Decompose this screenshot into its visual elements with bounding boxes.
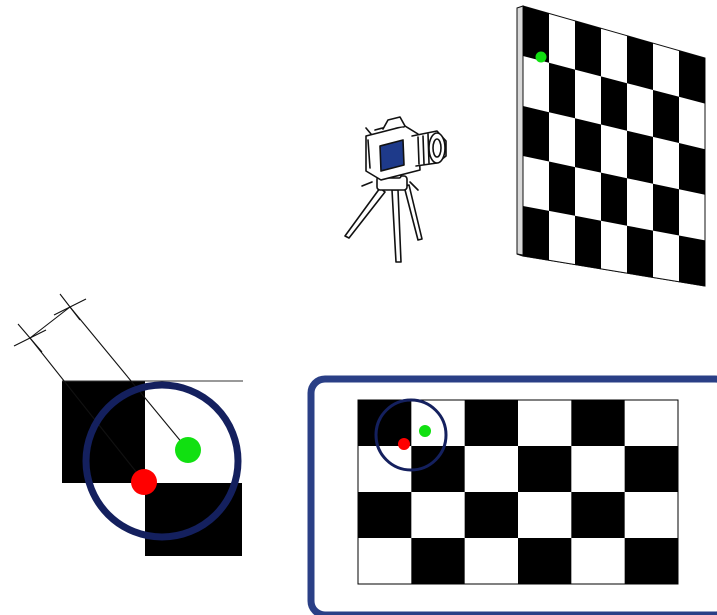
- target-board-square: [523, 206, 549, 260]
- target-board-square: [575, 21, 601, 77]
- target-board-square: [575, 216, 601, 269]
- image-board-square: [518, 400, 572, 446]
- image-board-square: [571, 446, 625, 492]
- tripod-legs: [345, 185, 422, 262]
- target-board-square: [627, 36, 653, 90]
- camera-body: [366, 117, 446, 180]
- captured-image-panel: [311, 379, 717, 615]
- target-board-square: [601, 76, 627, 130]
- image-board-square: [571, 400, 625, 446]
- target-board-square: [575, 118, 601, 172]
- target-board-square: [679, 143, 705, 195]
- image-board-square: [518, 538, 572, 584]
- image-board-square: [625, 492, 679, 538]
- image-board-square: [411, 538, 465, 584]
- camera-screen: [380, 140, 404, 171]
- magnified-corner-detail: [14, 294, 243, 556]
- image-board-square: [625, 400, 679, 446]
- image-board-square: [625, 538, 679, 584]
- image-board-square: [358, 492, 412, 538]
- target-projected-corner: [536, 52, 547, 63]
- checkerboard-target: [517, 6, 705, 286]
- image-board-square: [411, 400, 465, 446]
- target-face: [523, 6, 705, 286]
- target-board-square: [627, 226, 653, 278]
- image-board-square: [571, 492, 625, 538]
- image-board-square: [358, 538, 412, 584]
- image-board-square: [625, 446, 679, 492]
- image-board-square: [411, 492, 465, 538]
- image-board-square: [465, 446, 519, 492]
- image-board-square: [465, 400, 519, 446]
- zoom-projected-corner: [175, 437, 201, 463]
- perspective-board: [523, 6, 705, 286]
- zoom-detected-corner: [131, 469, 157, 495]
- target-board-square: [549, 162, 575, 216]
- image-board-square: [518, 492, 572, 538]
- image-board-square: [571, 538, 625, 584]
- image-board-square: [465, 538, 519, 584]
- target-board-square: [627, 131, 653, 184]
- image-board-square: [465, 492, 519, 538]
- target-board-square: [601, 173, 627, 226]
- target-board-square: [549, 63, 575, 119]
- target-edge: [517, 6, 523, 256]
- target-board-square: [653, 184, 679, 236]
- target-board-square: [523, 106, 549, 162]
- target-board-square: [653, 90, 679, 143]
- camera-on-tripod-icon: [345, 117, 446, 262]
- target-board-square: [679, 236, 705, 287]
- image-checkerboard: [358, 400, 678, 584]
- image-board-square: [518, 446, 572, 492]
- image-projected-corner: [419, 425, 431, 437]
- target-board-square: [679, 51, 705, 104]
- image-detected-corner: [398, 438, 410, 450]
